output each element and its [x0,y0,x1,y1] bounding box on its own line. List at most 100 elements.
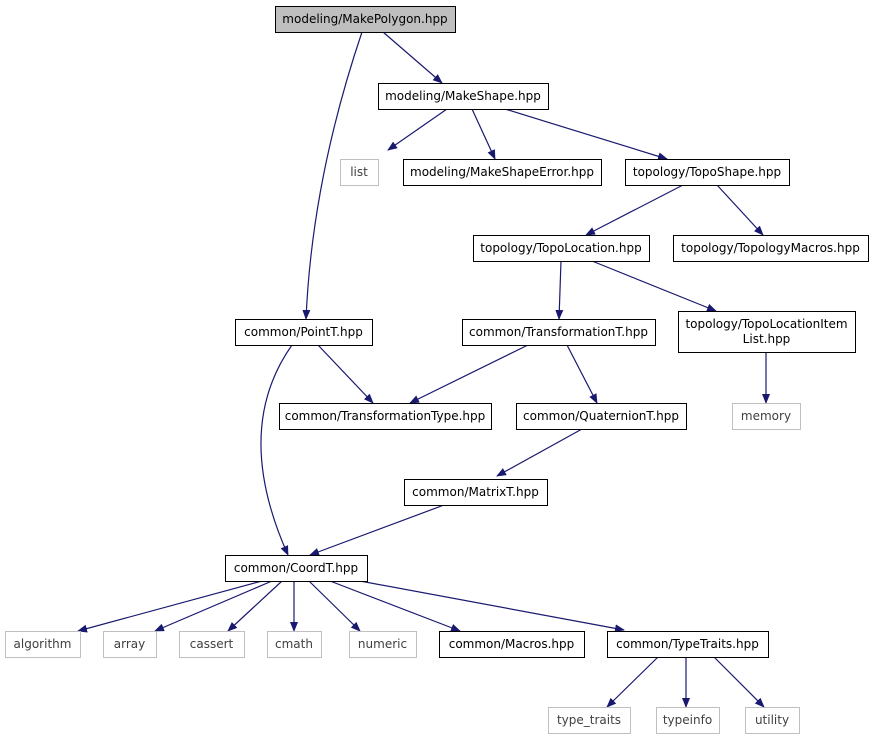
edge-makeshape-to-makeshapeerror [471,108,496,160]
node-typetraits-box [607,631,769,658]
edge-matrixt-to-coordt [309,504,445,556]
edge-makeshape-to-toposhape [504,108,668,161]
node-makepolygon-label: modeling/MakePolygon.hpp [282,12,447,26]
node-makeshapeerror-label: modeling/MakeShapeError.hpp [410,165,594,179]
edge-coordt-to-array [154,580,273,632]
node-array: array [103,631,157,658]
node-numeric-box [349,631,417,658]
node-list-box [340,159,379,186]
node-pointt[interactable]: common/PointT.hpp [235,319,373,346]
edges-layer [77,31,770,708]
node-pointt-label: common/PointT.hpp [244,325,363,339]
node-cassert: cassert [179,631,245,658]
edge-makepolygon-to-pointt [302,31,363,320]
node-cassert-label: cassert [190,637,234,651]
node-array-box [103,631,157,658]
node-algorithm: algorithm [5,631,81,658]
node-makeshapeerror[interactable]: modeling/MakeShapeError.hpp [403,159,602,186]
node-transformationtype-box [279,403,492,430]
node-quaterniont[interactable]: common/QuaternionT.hpp [516,403,687,430]
node-topolocationitemlist-label-line-1: List.hpp [743,332,791,346]
node-topologymacros[interactable]: topology/TopologyMacros.hpp [673,235,869,262]
node-numeric-label: numeric [358,637,407,651]
edge-toposhape-to-topologymacros [716,184,764,236]
node-matrixt-box [404,479,548,506]
edge-transformationt-to-transformationtype [409,344,529,404]
edge-topolocation-to-transformationt [555,260,564,320]
edge-makeshape-to-list [387,108,448,151]
node-makeshapeerror-box [403,159,602,186]
edge-coordt-to-cassert [227,580,283,632]
edge-pointt-to-coordt [260,344,293,556]
node-list: list [340,159,379,186]
edge-quaterniont-to-matrixt [496,428,583,477]
node-transformationt[interactable]: common/TransformationT.hpp [462,319,656,346]
node-utility-box [745,707,800,734]
edge-pointt-to-transformationtype [317,344,374,404]
node-array-label: array [114,637,145,651]
node-cmath: cmath [267,631,322,658]
node-list-label: list [350,165,368,179]
node-coordt-box [225,555,368,582]
node-pointt-box [235,319,373,346]
edge-typetraits-to-type_traits [606,656,659,708]
node-typetraits-label: common/TypeTraits.hpp [616,637,759,651]
node-transformationtype[interactable]: common/TransformationType.hpp [279,403,492,430]
node-utility-label: utility [755,713,789,727]
node-topologymacros-box [673,235,869,262]
node-memory-box [732,403,801,430]
node-toposhape-label: topology/TopoShape.hpp [633,165,781,179]
node-memory: memory [732,403,801,430]
node-macros-box [439,631,585,658]
node-transformationt-label: common/TransformationT.hpp [469,325,648,339]
edge-toposhape-to-topolocation [585,184,684,236]
edge-makepolygon-to-makeshape [382,31,443,84]
node-matrixt-label: common/MatrixT.hpp [412,485,539,499]
edge-coordt-to-macros [329,580,461,632]
node-macros-label: common/Macros.hpp [449,637,575,651]
node-quaterniont-label: common/QuaternionT.hpp [523,409,679,423]
node-transformationt-box [462,319,656,346]
node-macros[interactable]: common/Macros.hpp [439,631,585,658]
node-typetraits[interactable]: common/TypeTraits.hpp [607,631,769,658]
node-toposhape-box [625,159,790,186]
node-cmath-box [267,631,322,658]
edge-coordt-to-algorithm [77,580,263,633]
edge-coordt-to-numeric [308,580,361,632]
node-numeric: numeric [349,631,417,658]
edge-topolocation-to-topolocationitemlist [591,260,717,312]
node-toposhape[interactable]: topology/TopoShape.hpp [625,159,790,186]
node-topologymacros-label: topology/TopologyMacros.hpp [681,241,860,255]
node-cmath-label: cmath [275,637,313,651]
node-makepolygon[interactable]: modeling/MakePolygon.hpp [275,6,456,33]
nodes-layer: modeling/MakePolygon.hpp modeling/MakeSha… [5,6,869,734]
node-makeshape-label: modeling/MakeShape.hpp [385,89,541,103]
edge-transformationt-to-quaterniont [566,344,598,404]
edge-typetraits-to-utility [713,656,765,708]
node-coordt[interactable]: common/CoordT.hpp [225,555,368,582]
node-typeinfo-box [656,707,720,734]
node-topolocation-label: topology/TopoLocation.hpp [480,241,641,255]
node-type_traits-box [548,707,631,734]
node-makeshape[interactable]: modeling/MakeShape.hpp [378,83,549,110]
node-makeshape-box [378,83,549,110]
node-typeinfo: typeinfo [656,707,720,734]
node-matrixt[interactable]: common/MatrixT.hpp [404,479,548,506]
node-utility: utility [745,707,800,734]
node-type_traits: type_traits [548,707,631,734]
node-transformationtype-label: common/TransformationType.hpp [285,409,486,423]
node-topolocationitemlist-label-line-0: topology/TopoLocationItem [685,317,847,331]
node-coordt-label: common/CoordT.hpp [234,561,358,575]
node-memory-label: memory [741,409,791,423]
node-topolocationitemlist-box [678,311,856,353]
node-topolocation[interactable]: topology/TopoLocation.hpp [473,235,650,262]
node-makepolygon-box [275,6,456,33]
node-quaterniont-box [516,403,687,430]
edge-coordt-to-typetraits [359,580,625,633]
node-topolocation-box [473,235,650,262]
node-type_traits-label: type_traits [557,713,621,727]
node-algorithm-label: algorithm [14,637,72,651]
node-typeinfo-label: typeinfo [663,713,712,727]
